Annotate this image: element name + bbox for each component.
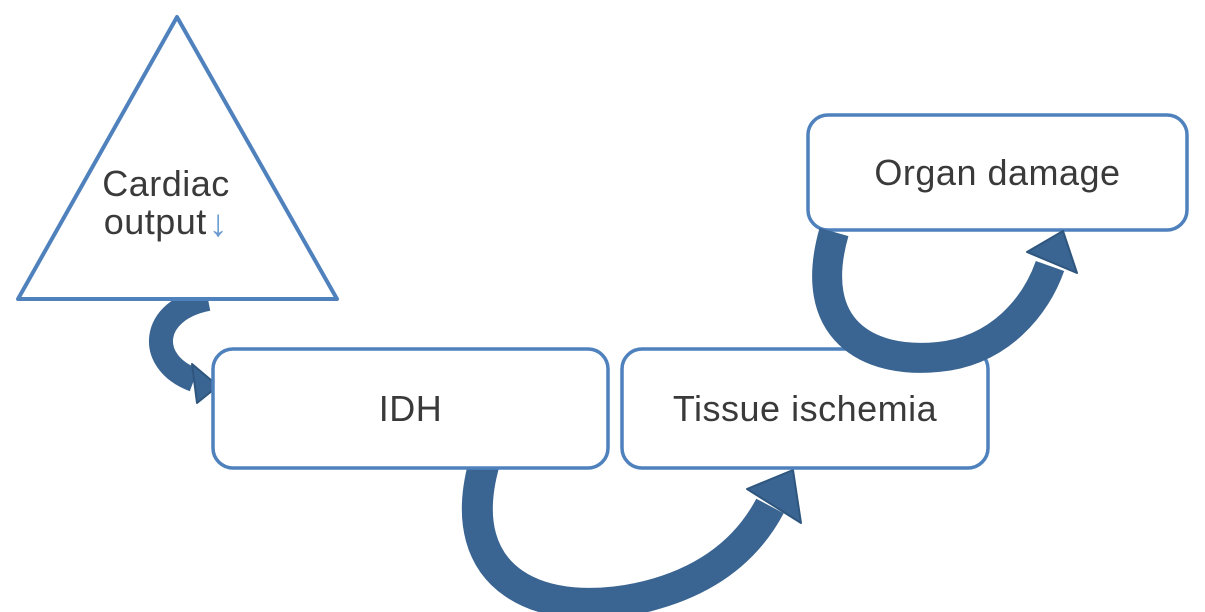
triangle-label-line2-text: output — [103, 201, 207, 242]
arrow-tissue-to-organ-curve — [812, 227, 1065, 373]
arrow-tissue-to-organ — [812, 227, 1078, 373]
triangle-cardiac-output — [16, 15, 339, 301]
arrow-cardiac-to-idh — [149, 287, 219, 404]
triangle-label: Cardiac output↓ — [60, 162, 272, 244]
triangle-label-line2: output↓ — [103, 201, 229, 244]
box-tissue-ischemia — [620, 347, 990, 470]
arrow-cardiac-to-idh-curve — [149, 287, 211, 392]
box-idh — [211, 347, 610, 470]
box-organ-damage-label: Organ damage — [874, 151, 1121, 193]
box-idh-label: IDH — [378, 387, 443, 429]
arrow-cardiac-to-idh-head-icon — [191, 363, 219, 404]
triangle-label-line1: Cardiac — [102, 163, 230, 204]
arrow-tissue-to-organ-head-icon — [1026, 230, 1078, 274]
box-organ-damage — [806, 113, 1189, 232]
down-arrow-icon: ↓ — [208, 203, 229, 245]
arrow-idh-to-tissue-curve — [461, 459, 784, 612]
arrow-idh-to-tissue-head-icon — [746, 469, 802, 524]
box-tissue-ischemia-label: Tissue ischemia — [672, 387, 938, 429]
arrow-idh-to-tissue — [461, 459, 802, 612]
